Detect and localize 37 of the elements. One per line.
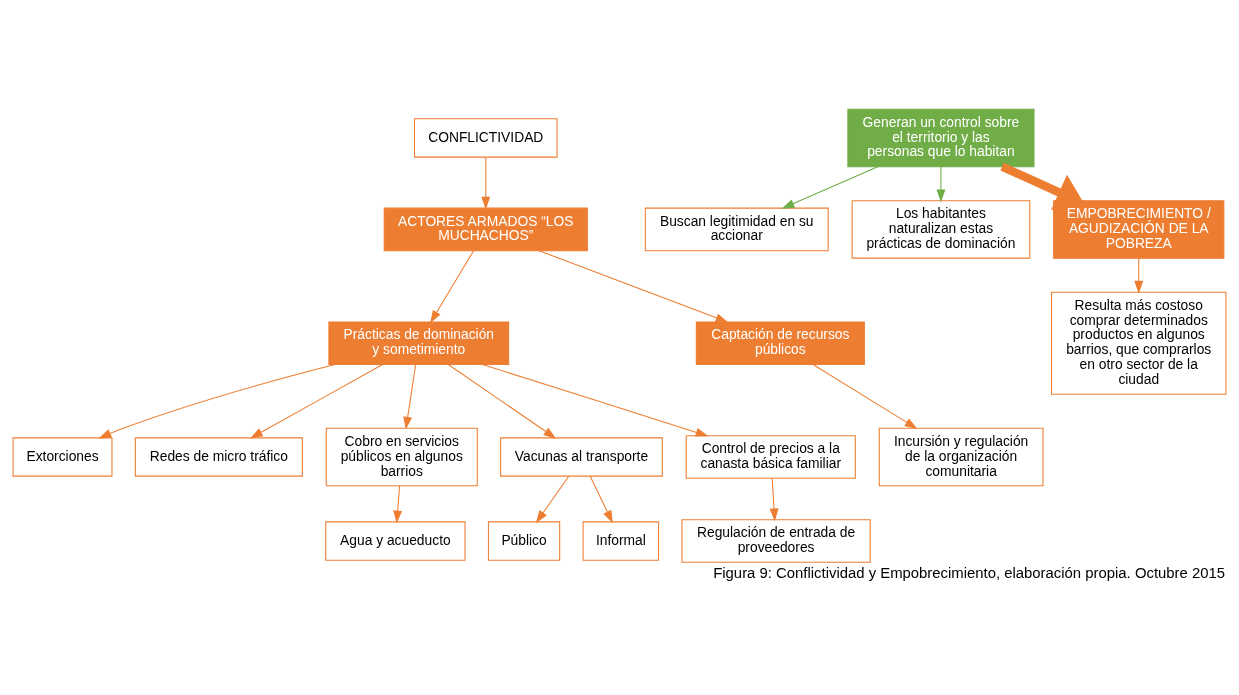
node-box: Captación de recursos públicos — [695, 320, 865, 365]
node-box: Agua y acueducto — [325, 520, 466, 561]
arrow — [98, 363, 336, 438]
node-box: Los habitantes naturalizan estas prácticas de dominación — [851, 199, 1031, 259]
node-box: ACTORES ARMADOS “LOS MUCHACHOS” — [383, 207, 588, 251]
arrow — [481, 156, 491, 210]
node-box: Informal — [582, 520, 660, 561]
arrow — [812, 363, 918, 429]
node-box: Buscan legitimidad en su accionar — [644, 207, 829, 251]
node-box: Resulta más costoso comprar determinados productos en algunos barrios, que comprarlos en otro sector de la ciudad — [1051, 291, 1227, 395]
node-box: CONFLICTIVIDAD — [414, 117, 558, 158]
arrow — [781, 165, 879, 209]
arrow — [403, 363, 417, 430]
caption: Figura 9: Conflictividad y Empobrecimiento, elaboración propia. Octubre 2015 — [713, 564, 1226, 581]
arrow — [447, 363, 557, 439]
node-box: Incursión y regulación de la organización comunitaria — [878, 427, 1044, 486]
node-box: Prácticas de dominación y sometimiento — [328, 320, 510, 365]
arrow — [1000, 162, 1085, 210]
arrow — [430, 249, 474, 323]
arrow — [538, 249, 729, 322]
node-box: EMPOBRECIMIENTO / AGUDIZACIÓN DE LA POBREZA — [1053, 199, 1225, 259]
node-box: Cobro en servicios públicos en algunos barrios — [325, 427, 478, 486]
arrow — [535, 475, 570, 523]
arrow — [589, 475, 613, 523]
node-box: Público — [487, 520, 561, 561]
node-box: Redes de micro tráfico — [134, 436, 303, 477]
arrow — [936, 165, 946, 202]
node-box: Generan un control sobre el territorio y las personas que lo habitan — [847, 108, 1035, 167]
arrow — [250, 363, 384, 438]
node-box: Extorciones — [12, 436, 113, 477]
arrow — [1134, 257, 1144, 294]
node-box: Regulación de entrada de proveedores — [681, 518, 871, 563]
arrow — [769, 477, 779, 521]
arrow — [393, 484, 403, 523]
node-box: Control de precios a la canasta básica familiar — [685, 434, 856, 479]
node-box: Vacunas al transporte — [500, 436, 663, 477]
arrow — [482, 363, 709, 437]
